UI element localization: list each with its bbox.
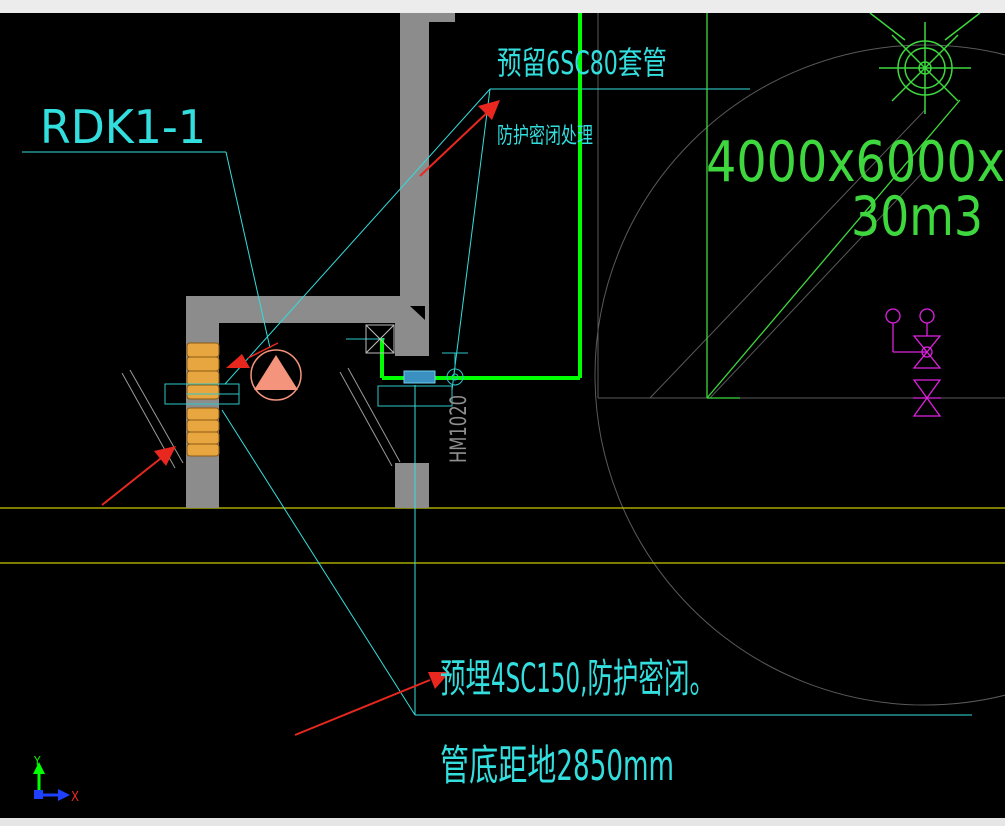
sleeve-stack-icon[interactable] xyxy=(186,342,220,457)
floor-lines xyxy=(0,507,1005,564)
valve-icon[interactable] xyxy=(403,370,436,384)
hm-code-label[interactable]: HM1020 xyxy=(447,395,472,463)
embed-pipe-label[interactable]: 预埋4SC150,防护密闭。 xyxy=(440,656,715,702)
tank-lines xyxy=(706,13,961,399)
leader-lines xyxy=(22,88,972,716)
tank-volume-label[interactable]: 30m3 xyxy=(851,185,983,248)
status-bar xyxy=(0,818,1005,826)
pipe-fittings xyxy=(346,324,468,386)
fan-symbol-icon[interactable] xyxy=(250,349,302,401)
tank-size-label[interactable]: 4000x6000x xyxy=(706,130,1005,195)
pipe-height-label[interactable]: 管底距地2850mm xyxy=(440,741,674,790)
compass-wheel-icon[interactable] xyxy=(869,12,981,114)
top-toolbar xyxy=(0,0,1005,13)
reserve-pipe-label[interactable]: 预留6SC80套管 xyxy=(497,44,667,82)
protect-process-label[interactable]: 防护密闭处理 xyxy=(497,124,593,149)
wall-corner-notch xyxy=(410,306,425,320)
ucs-y-label: Y xyxy=(33,754,41,768)
cad-drawing-canvas[interactable]: RDK1-1 预留6SC80套管 防护密闭处理 4000x6000x 30m3 … xyxy=(0,12,1005,818)
ucs-x-label: X xyxy=(71,790,79,805)
red-annotation-arrows xyxy=(101,100,500,736)
canvas-background xyxy=(0,13,1005,818)
ucs-axis-icon: Y X xyxy=(33,754,79,805)
rdk-label[interactable]: RDK1-1 xyxy=(40,100,206,154)
pressure-gauge-icon[interactable] xyxy=(885,308,942,417)
